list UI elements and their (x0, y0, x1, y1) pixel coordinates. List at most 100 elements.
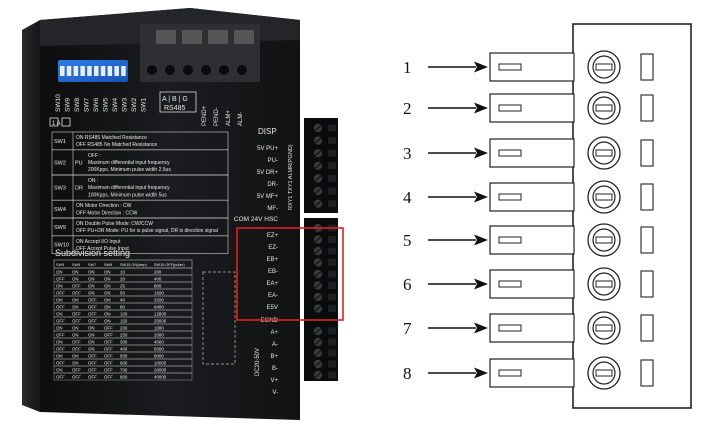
terminal-slot (328, 270, 336, 278)
sub-cell: 20000 (154, 368, 167, 373)
sw-label: SW10 (55, 94, 62, 112)
sw-label: SW9 (65, 98, 72, 112)
side-label: MF- (267, 206, 278, 212)
sub-cell: 300 (120, 340, 128, 345)
side-label: EA- (268, 293, 278, 299)
top-screw (237, 65, 247, 75)
sub-cell: 200 (120, 326, 128, 331)
sub-cell: ON (72, 270, 79, 275)
abg-box (159, 91, 197, 113)
sub-cell: ON (104, 319, 111, 324)
screw-slot (314, 350, 322, 356)
sub-cell: 8000 (154, 354, 164, 359)
terminal-slot (328, 247, 336, 255)
sub-cell: OFF (104, 368, 113, 373)
sub-cell: OFF (56, 361, 65, 366)
terminal-slot (328, 360, 336, 368)
sub-cell: OFF (72, 340, 81, 345)
sub-cell: ON (56, 340, 63, 345)
sub-cell: 150 (120, 319, 128, 324)
wire-slot (498, 236, 522, 244)
sub-row (53, 372, 193, 381)
dashed-frame (202, 271, 236, 365)
sub-cell: 800 (120, 375, 128, 380)
wire-slot (498, 149, 522, 157)
terminal-slot (328, 338, 336, 346)
side-label: DR- (267, 182, 278, 188)
terminal-slot (328, 282, 336, 289)
sw-label: SW4 (112, 98, 119, 112)
terminal-slot (328, 236, 336, 243)
top-terminal-label: ALM- (238, 112, 244, 126)
wire-slot (498, 280, 522, 288)
dip-switch (58, 60, 128, 82)
connector-pin-row: 4 (403, 180, 654, 214)
dip-key (73, 66, 79, 76)
screw-slot-mark (595, 104, 613, 112)
sub-cell: ON (56, 284, 63, 289)
sub-cell: OFF (104, 326, 113, 331)
voltage-rail-text: DC20-50V (255, 348, 261, 376)
arrow-head (474, 367, 488, 379)
sub-cell: OFF (56, 305, 65, 310)
wire-entry (489, 313, 575, 343)
sub-cell: OFF (88, 312, 97, 317)
config-code: PU (75, 160, 83, 166)
sub-cell: ON (104, 291, 111, 296)
side-contact (640, 270, 654, 298)
screw-slot (314, 175, 322, 182)
top-screw (219, 65, 229, 75)
sub-cell: ON (56, 312, 63, 317)
dip-key (121, 66, 126, 76)
sub-cell: OFF (72, 368, 81, 373)
sub-cell: OFF (104, 333, 113, 338)
sub-cell: OFF (56, 347, 65, 352)
sub-cell: ON (104, 284, 111, 289)
screw-slot-mark (595, 236, 613, 244)
side-label: A+ (270, 330, 278, 336)
pin-number: 8 (403, 364, 412, 383)
sub-header: SW10 OFF(pulse) (154, 263, 185, 267)
side-label: PU- (268, 158, 278, 164)
terminal-slot (328, 124, 336, 132)
sub-cell: 50 (120, 291, 125, 296)
side-label: COM 24V HSC (234, 216, 278, 223)
sub-cell: ON (72, 298, 79, 303)
wire-slot (498, 104, 522, 112)
sub-cell: ON (72, 361, 79, 366)
sub-cell: ON (72, 354, 79, 359)
pin-number: 4 (403, 188, 412, 207)
config-line: OFF Motor Direction : CCW (76, 210, 138, 216)
arrow-head (474, 61, 488, 73)
top-pin (156, 30, 176, 44)
side-contact (640, 359, 654, 387)
dip-key (87, 66, 92, 76)
sub-cell: 1000 (154, 326, 164, 331)
sub-cell: ON (104, 277, 111, 282)
pin-number: 3 (403, 144, 412, 163)
sw-label: SW8 (74, 98, 81, 112)
sub-cell: 10 (120, 270, 125, 275)
side-label: B- (272, 366, 278, 372)
dip-key (66, 66, 72, 76)
screw-slot-mark (595, 369, 613, 377)
sub-cell: ON (88, 270, 95, 275)
sub-header: SW15 ON(step) (120, 263, 148, 267)
top-pin (208, 30, 228, 44)
connector-pin-row: 8 (403, 356, 654, 390)
terminal-slot (328, 137, 336, 145)
subdivision-title: Subdivision setting (55, 248, 130, 258)
warning-icon (61, 117, 71, 127)
sub-cell: 700 (120, 368, 128, 373)
top-connector-pins (147, 30, 254, 75)
arrow-head (474, 102, 488, 114)
screw-slot-mark (595, 280, 613, 288)
terminal-slot (328, 371, 336, 379)
screw-terminals (313, 123, 336, 380)
screw-slot (314, 248, 322, 254)
pin-number: 5 (403, 231, 412, 250)
sub-cell: ON (88, 277, 95, 282)
